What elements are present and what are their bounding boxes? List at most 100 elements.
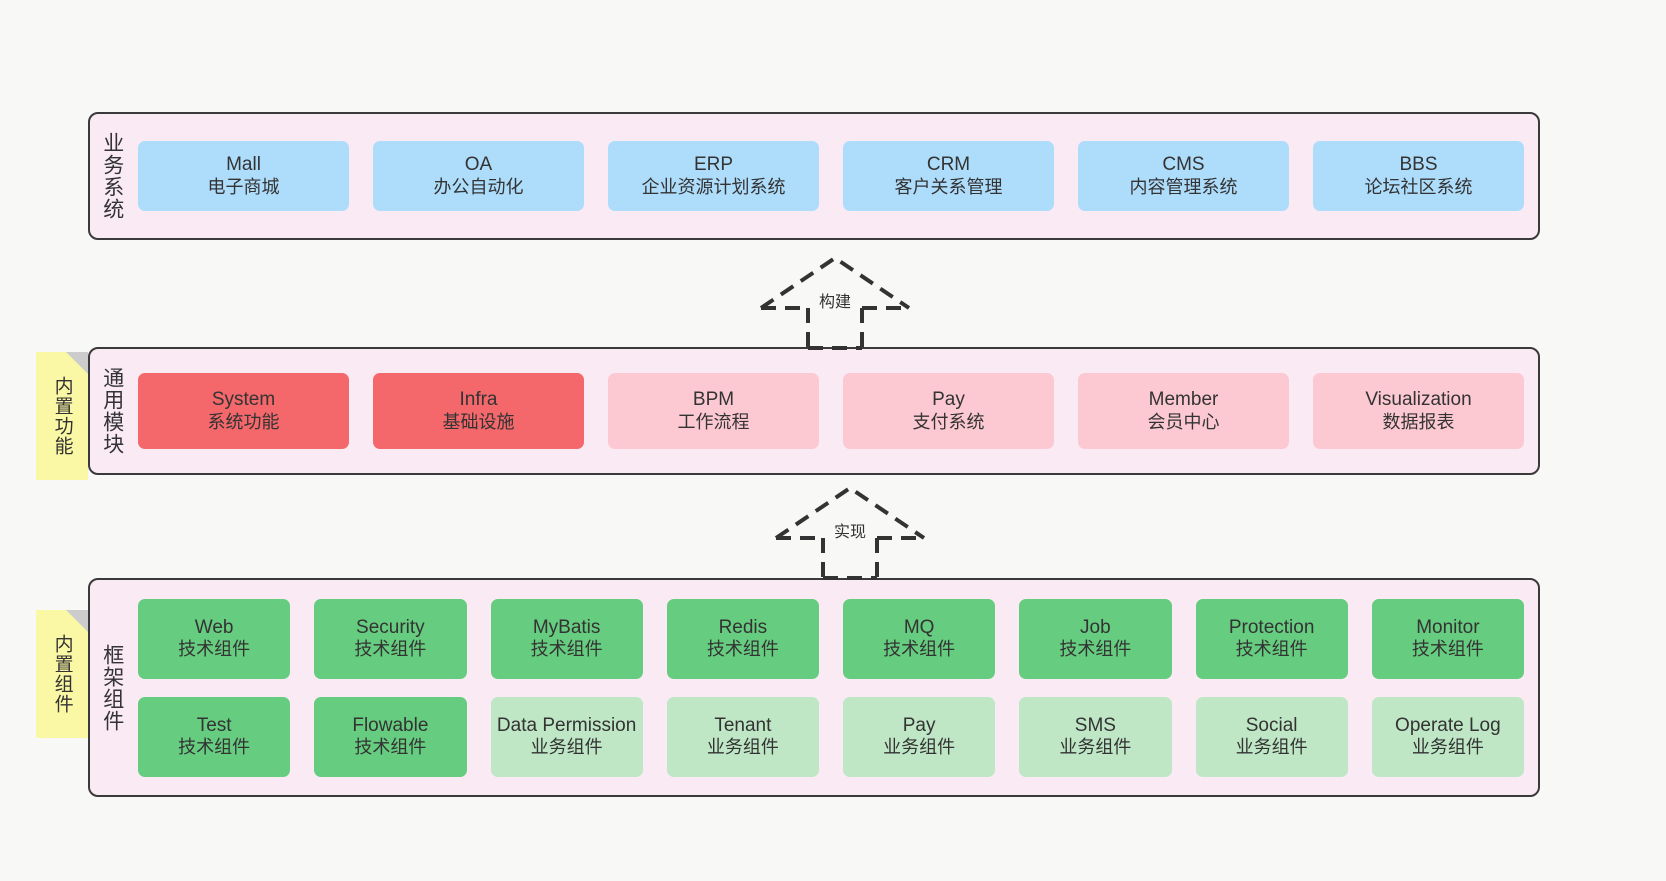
card-subtitle: 基础设施 xyxy=(442,411,515,432)
card-social[interactable]: Social 业务组件 xyxy=(1195,696,1348,777)
arrow-realize: 实现 xyxy=(760,482,940,580)
card-cms[interactable]: CMS 内容管理系统 xyxy=(1078,141,1289,211)
layer-body-business-systems: Mall 电子商城 OA 办公自动化 ERP 企业资源计划系统 CRM 客户关系… xyxy=(134,114,1538,238)
card-title: OA xyxy=(464,154,493,176)
arrow-build: 构建 xyxy=(745,252,925,350)
card-mq[interactable]: MQ 技术组件 xyxy=(843,598,996,679)
card-row: Mall 电子商城 OA 办公自动化 ERP 企业资源计划系统 CRM 客户关系… xyxy=(138,141,1524,211)
card-bbs[interactable]: BBS 论坛社区系统 xyxy=(1313,141,1524,211)
card-title: BBS xyxy=(1399,154,1438,176)
layer-business-systems: 业务系统 Mall 电子商城 OA 办公自动化 ERP 企业资源计划系统 CRM… xyxy=(88,112,1540,240)
card-title: Member xyxy=(1148,389,1219,411)
card-title: Operate Log xyxy=(1395,714,1501,736)
card-pay[interactable]: Pay 支付系统 xyxy=(843,373,1054,449)
card-subtitle: 数据报表 xyxy=(1382,411,1455,432)
layer-common-modules: 通用模块 System 系统功能 Infra 基础设施 BPM 工作流程 Pay… xyxy=(88,347,1540,475)
card-subtitle: 技术组件 xyxy=(178,737,251,758)
layer-title-framework-components: 框架组件 xyxy=(100,643,124,732)
note-label: 内置组件 xyxy=(51,634,73,714)
card-erp[interactable]: ERP 企业资源计划系统 xyxy=(608,141,819,211)
card-title: Test xyxy=(196,714,232,736)
card-subtitle: 办公自动化 xyxy=(433,176,524,197)
layer-body-common-modules: System 系统功能 Infra 基础设施 BPM 工作流程 Pay 支付系统… xyxy=(134,349,1538,473)
card-subtitle: 客户关系管理 xyxy=(894,176,1003,197)
note-label: 内置功能 xyxy=(51,376,73,456)
card-protection[interactable]: Protection 技术组件 xyxy=(1195,598,1348,679)
card-title: Social xyxy=(1245,714,1298,736)
card-operate-log[interactable]: Operate Log 业务组件 xyxy=(1371,696,1524,777)
card-subtitle: 技术组件 xyxy=(883,639,956,660)
layer-title-business-systems: 业务系统 xyxy=(100,132,124,220)
card-test[interactable]: Test 技术组件 xyxy=(138,696,291,777)
card-subtitle: 业务组件 xyxy=(883,737,956,758)
card-title: Web xyxy=(194,616,234,638)
card-title: CMS xyxy=(1162,154,1205,176)
card-subtitle: 业务组件 xyxy=(530,737,603,758)
card-pay-biz[interactable]: Pay 业务组件 xyxy=(843,696,996,777)
card-title: Flowable xyxy=(352,714,429,736)
card-mybatis[interactable]: MyBatis 技术组件 xyxy=(490,598,643,679)
card-title: MyBatis xyxy=(532,616,601,638)
card-oa[interactable]: OA 办公自动化 xyxy=(373,141,584,211)
card-row: Web 技术组件 Security 技术组件 MyBatis 技术组件 Redi… xyxy=(138,598,1524,679)
card-redis[interactable]: Redis 技术组件 xyxy=(666,598,819,679)
card-title: Pay xyxy=(902,714,936,736)
card-job[interactable]: Job 技术组件 xyxy=(1019,598,1172,679)
card-subtitle: 业务组件 xyxy=(1059,737,1132,758)
card-tenant[interactable]: Tenant 业务组件 xyxy=(666,696,819,777)
card-subtitle: 企业资源计划系统 xyxy=(641,176,786,197)
layer-body-framework-components: Web 技术组件 Security 技术组件 MyBatis 技术组件 Redi… xyxy=(134,580,1538,795)
card-mall[interactable]: Mall 电子商城 xyxy=(138,141,349,211)
card-title: System xyxy=(211,389,276,411)
card-title: Data Permission xyxy=(496,714,637,736)
card-title: Pay xyxy=(932,389,965,411)
layer-title-common-modules: 通用模块 xyxy=(100,367,124,455)
note-builtin-function: 内置功能 xyxy=(36,352,88,480)
card-web[interactable]: Web 技术组件 xyxy=(138,598,291,679)
card-subtitle: 内容管理系统 xyxy=(1129,176,1238,197)
card-title: Monitor xyxy=(1416,616,1480,638)
layer-framework-components: 框架组件 Web 技术组件 Security 技术组件 MyBatis 技术组件… xyxy=(88,578,1540,797)
card-flowable[interactable]: Flowable 技术组件 xyxy=(314,696,467,777)
card-member[interactable]: Member 会员中心 xyxy=(1078,373,1289,449)
note-fold-icon xyxy=(66,610,88,632)
card-system[interactable]: System 系统功能 xyxy=(138,373,349,449)
card-monitor[interactable]: Monitor 技术组件 xyxy=(1371,598,1524,679)
arrow-realize-icon xyxy=(774,485,926,580)
card-title: CRM xyxy=(926,154,971,176)
card-subtitle: 技术组件 xyxy=(354,639,427,660)
card-subtitle: 电子商城 xyxy=(207,176,280,197)
card-crm[interactable]: CRM 客户关系管理 xyxy=(843,141,1054,211)
card-title: Job xyxy=(1080,616,1111,638)
card-title: Redis xyxy=(718,616,768,638)
card-title: SMS xyxy=(1074,714,1116,736)
card-subtitle: 技术组件 xyxy=(706,639,779,660)
card-security[interactable]: Security 技术组件 xyxy=(314,598,467,679)
card-sms[interactable]: SMS 业务组件 xyxy=(1019,696,1172,777)
card-subtitle: 技术组件 xyxy=(1059,639,1132,660)
card-row: Test 技术组件 Flowable 技术组件 Data Permission … xyxy=(138,696,1524,777)
card-subtitle: 业务组件 xyxy=(1411,737,1484,758)
card-subtitle: 工作流程 xyxy=(677,411,750,432)
card-title: Security xyxy=(356,616,425,638)
card-data-permission[interactable]: Data Permission 业务组件 xyxy=(490,696,643,777)
arrow-build-label: 构建 xyxy=(816,288,854,312)
card-subtitle: 系统功能 xyxy=(207,411,280,432)
card-subtitle: 技术组件 xyxy=(1235,639,1308,660)
card-title: Infra xyxy=(459,389,498,411)
card-infra[interactable]: Infra 基础设施 xyxy=(373,373,584,449)
card-subtitle: 业务组件 xyxy=(1235,737,1308,758)
card-visualization[interactable]: Visualization 数据报表 xyxy=(1313,373,1524,449)
card-title: Visualization xyxy=(1365,389,1472,411)
card-title: Mall xyxy=(226,154,261,176)
card-subtitle: 技术组件 xyxy=(354,737,427,758)
card-subtitle: 业务组件 xyxy=(706,737,779,758)
arrow-realize-label: 实现 xyxy=(831,518,869,542)
card-subtitle: 技术组件 xyxy=(178,639,251,660)
card-subtitle: 技术组件 xyxy=(530,639,603,660)
card-subtitle: 论坛社区系统 xyxy=(1364,176,1473,197)
card-title: Tenant xyxy=(714,714,772,736)
card-title: ERP xyxy=(693,154,734,176)
card-bpm[interactable]: BPM 工作流程 xyxy=(608,373,819,449)
